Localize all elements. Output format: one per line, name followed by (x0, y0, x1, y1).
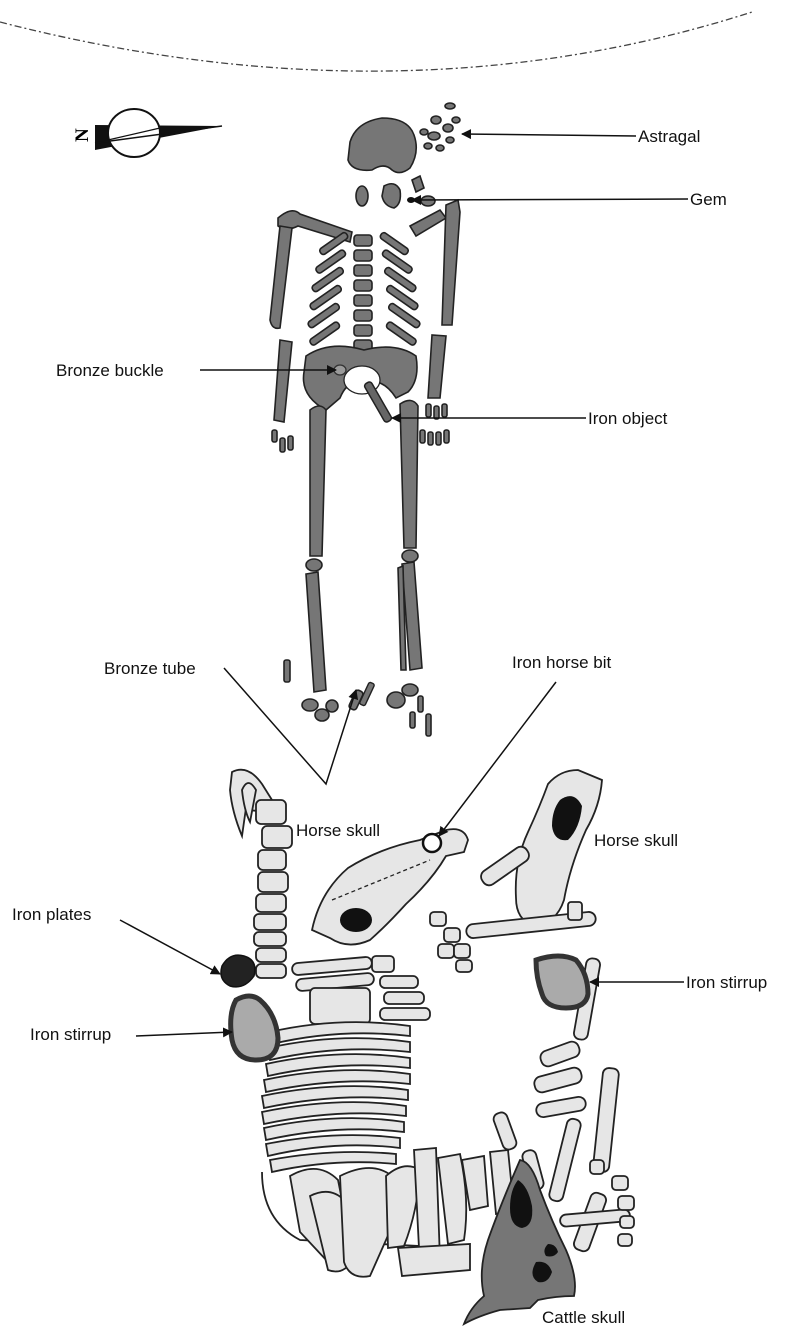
grave-pit-edge (0, 12, 752, 71)
label-iron-plates: Iron plates (12, 905, 91, 924)
label-iron-horse-bit: Iron horse bit (512, 653, 611, 672)
label-horse-skull-left: Horse skull (296, 821, 380, 840)
label-astragal: Astragal (638, 127, 700, 146)
human-skull (348, 118, 416, 173)
horse-skull-left (312, 829, 468, 944)
north-arrow-icon: N (72, 109, 222, 157)
label-horse-skull-right: Horse skull (594, 831, 678, 850)
label-cattle-skull: Cattle skull (542, 1308, 625, 1327)
north-letter: N (72, 128, 93, 142)
animal-remains (230, 770, 634, 1277)
horse-skull-right (516, 770, 602, 926)
label-iron-stirrup-left: Iron stirrup (30, 1025, 111, 1044)
spine (354, 235, 372, 351)
label-gem: Gem (690, 190, 727, 209)
iron-stirrup-left-object (231, 996, 278, 1060)
iron-stirrup-right-object (536, 956, 588, 1008)
horse-ribs (262, 1022, 410, 1172)
label-bronze-buckle: Bronze buckle (56, 361, 164, 380)
iron-horse-bit-object (423, 834, 441, 852)
human-skeleton (270, 118, 460, 736)
label-bronze-tube: Bronze tube (104, 659, 196, 678)
astragal-pieces (420, 103, 460, 151)
label-iron-stirrup-right: Iron stirrup (686, 973, 767, 992)
label-iron-object: Iron object (588, 409, 668, 428)
iron-plates-object (221, 955, 255, 987)
horse-skull-left-orbit (340, 908, 372, 932)
